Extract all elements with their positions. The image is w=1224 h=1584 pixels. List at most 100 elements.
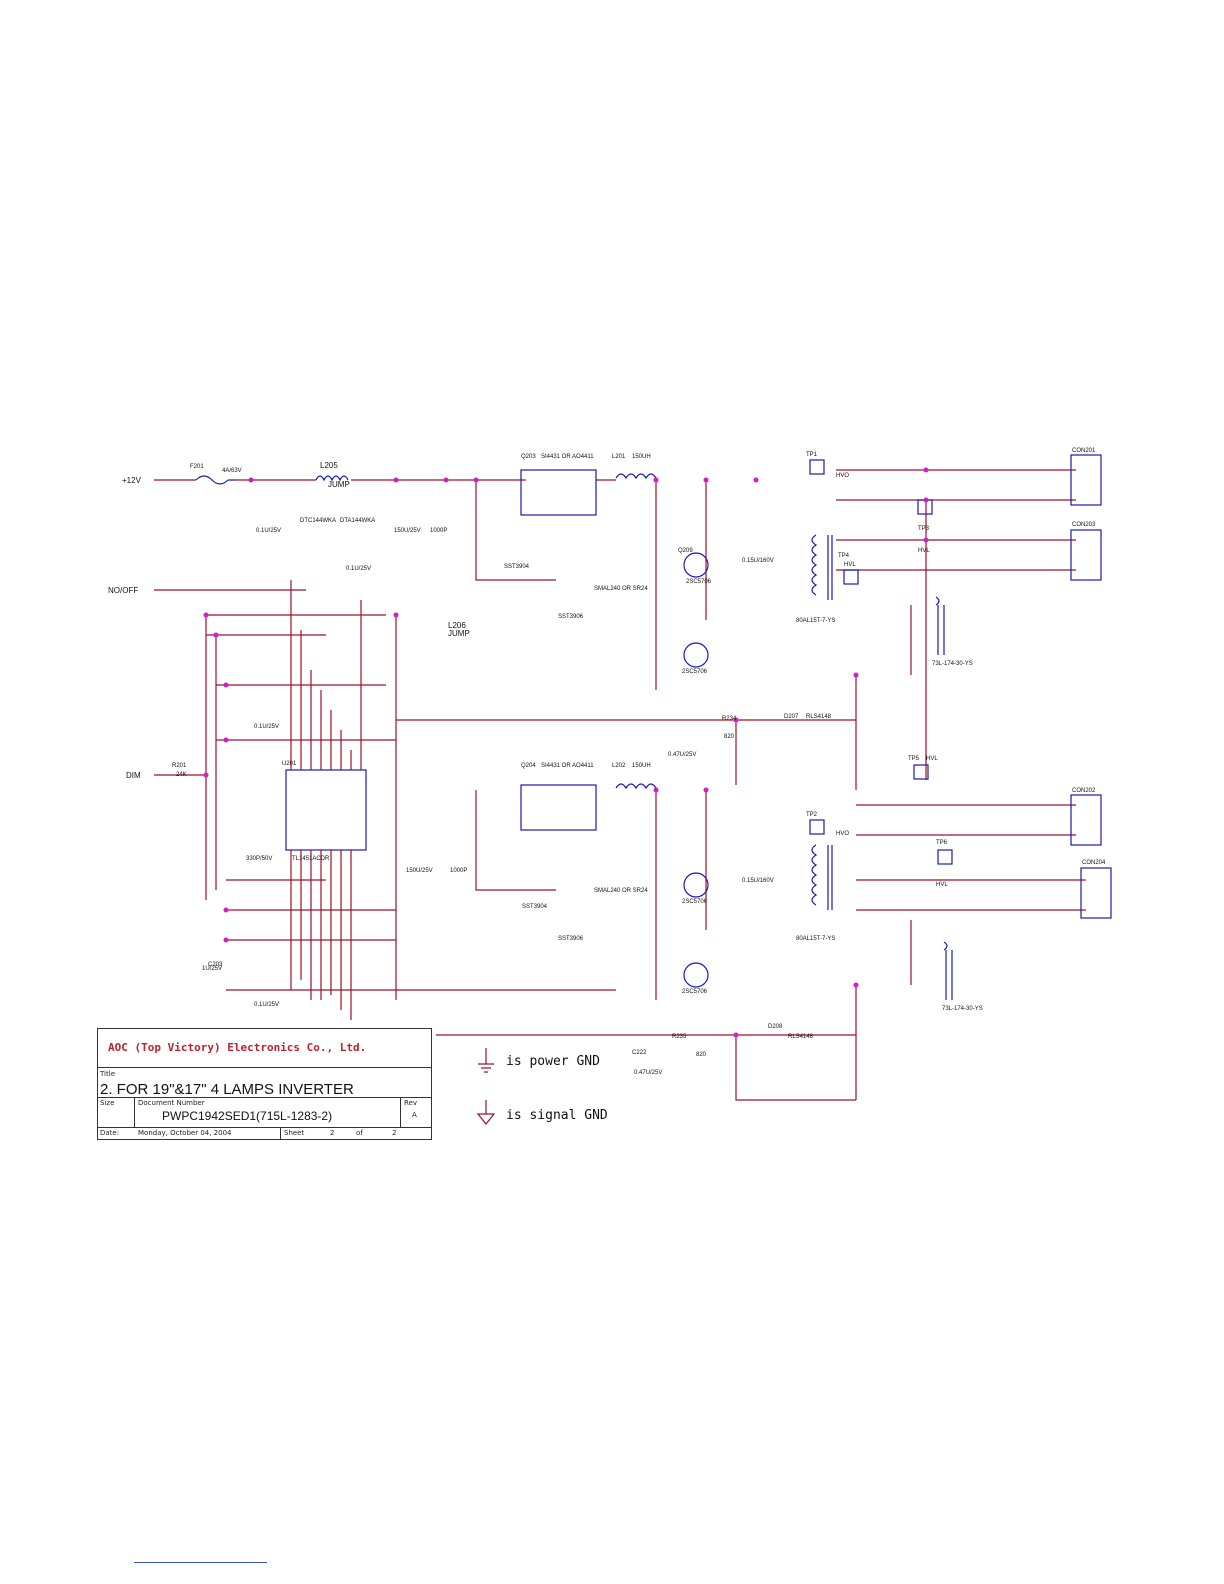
revision: A bbox=[412, 1111, 417, 1119]
label-onoff: NO/OFF bbox=[108, 586, 138, 595]
q212-body bbox=[683, 962, 709, 988]
label-l202-val: 150UH bbox=[632, 763, 651, 769]
label-r201-val: 24K bbox=[176, 772, 187, 778]
con203-box bbox=[1070, 529, 1102, 581]
label-tp1-net: HVO bbox=[836, 473, 849, 479]
l205-coil bbox=[315, 475, 349, 482]
document-date: Monday, October 04, 2004 bbox=[138, 1129, 232, 1137]
con202-box bbox=[1070, 794, 1102, 846]
label-c231-val: 1000P bbox=[450, 868, 467, 874]
legend-power-gnd: is power GND bbox=[506, 1054, 600, 1069]
pt202-windings bbox=[811, 844, 833, 910]
ic-u201-body bbox=[285, 769, 367, 851]
label-l205-val: JUMP bbox=[328, 480, 350, 489]
label-d208-val: RLS4148 bbox=[788, 1034, 814, 1040]
label-c213-val: 0.15U/160V bbox=[742, 558, 774, 564]
label-con203: CON203 bbox=[1072, 522, 1096, 528]
title-block-vdivider bbox=[280, 1127, 281, 1139]
of-caption: of bbox=[356, 1129, 363, 1137]
title-block-divider bbox=[98, 1127, 431, 1128]
label-con201: CON201 bbox=[1072, 448, 1096, 454]
label-tp4: TP4 bbox=[838, 553, 850, 559]
label-q203: Q203 bbox=[521, 454, 536, 460]
sheet-total: 2 bbox=[392, 1129, 397, 1137]
label-c202-val: 0.1U/25V bbox=[256, 528, 281, 534]
label-q204-val: SI4431 OR AO4411 bbox=[541, 763, 594, 769]
label-l203-val: 73L-174-30-YS bbox=[932, 661, 973, 667]
l203-coil bbox=[935, 596, 945, 655]
rev-caption: Rev bbox=[404, 1099, 417, 1107]
label-l205: L205 bbox=[320, 461, 338, 470]
label-c216-val: 0.15U/160V bbox=[742, 878, 774, 884]
label-q203-val: SI4431 OR AO4411 bbox=[541, 454, 594, 460]
q203-box bbox=[520, 469, 597, 516]
con201-box bbox=[1070, 454, 1102, 506]
con204-box bbox=[1080, 867, 1112, 919]
label-d208: D208 bbox=[768, 1024, 783, 1030]
l204-coil bbox=[943, 941, 953, 1000]
title-caption: Title bbox=[100, 1070, 116, 1078]
label-d201-val: SMAL240 OR SR24 bbox=[594, 586, 648, 592]
label-q206-val: SST3904 bbox=[522, 904, 548, 910]
docnum-caption: Document Number bbox=[138, 1099, 205, 1107]
l202-coil bbox=[615, 783, 657, 790]
label-u201: U201 bbox=[282, 761, 297, 767]
label-d202-val: SMAL240 OR SR24 bbox=[594, 888, 648, 894]
label-l206-val: JUMP bbox=[448, 629, 470, 638]
label-con204: CON204 bbox=[1082, 860, 1106, 866]
label-c204-val: 0.1U/25V bbox=[346, 566, 371, 572]
title-block-vdivider bbox=[134, 1097, 135, 1127]
label-d207-val: RLS4148 bbox=[806, 714, 832, 720]
label-q208-val: SST3906 bbox=[558, 936, 584, 942]
label-tp6: TP6 bbox=[936, 840, 948, 846]
sheet-caption: Sheet bbox=[284, 1129, 305, 1137]
label-c206-val: 0.1U/25V bbox=[254, 1002, 279, 1008]
label-q209: Q209 bbox=[678, 548, 693, 554]
label-tp3-net: HVL bbox=[918, 548, 930, 554]
label-q202-val: DTA144WKA bbox=[340, 518, 375, 524]
label-f201: F201 bbox=[190, 464, 204, 470]
tp2-box bbox=[809, 819, 825, 835]
fuse-symbol bbox=[195, 475, 236, 485]
tp4-box bbox=[843, 569, 859, 585]
label-l201: L201 bbox=[612, 454, 626, 460]
signal-gnd-icon bbox=[476, 1100, 496, 1125]
label-tp1: TP1 bbox=[806, 452, 818, 458]
document-number: PWPC1942SED1(715L-1283-2) bbox=[162, 1109, 333, 1123]
label-12v: +12V bbox=[122, 476, 142, 485]
label-r241-val: 820 bbox=[696, 1052, 707, 1058]
label-tp5-net: HVL bbox=[926, 756, 938, 762]
title-block-divider bbox=[98, 1097, 431, 1098]
sheet-number: 2 bbox=[330, 1129, 335, 1137]
label-tp5: TP5 bbox=[908, 756, 920, 762]
size-caption: Size bbox=[100, 1099, 115, 1107]
label-c222: C222 bbox=[632, 1050, 647, 1056]
label-tp2: TP2 bbox=[806, 812, 818, 818]
junction-dots bbox=[203, 467, 929, 1038]
title-block: AOC (Top Victory) Electronics Co., Ltd. … bbox=[97, 1028, 432, 1140]
label-tp6-net: HVL bbox=[936, 882, 948, 888]
label-con202: CON202 bbox=[1072, 788, 1096, 794]
label-f201-val: 4A/63V bbox=[222, 468, 242, 474]
label-r201: R201 bbox=[172, 763, 187, 769]
inverter-schematic: +12V NO/OFF DIM F201 4A/63V L205 JUMP L2… bbox=[96, 440, 1120, 1140]
label-c208-val: 330P/50V bbox=[246, 856, 272, 862]
q209-body bbox=[683, 552, 709, 578]
label-q210-val: 2SC5706 bbox=[682, 669, 708, 675]
label-c203: C203 bbox=[208, 962, 223, 968]
label-q207-val: SST3906 bbox=[558, 614, 584, 620]
footer-rule bbox=[134, 1562, 267, 1563]
label-c221-val: 0.47U/25V bbox=[668, 752, 696, 758]
label-dim: DIM bbox=[126, 771, 141, 780]
label-tp2-net: HVO bbox=[836, 831, 849, 837]
label-u201-part: TL1451ACDR bbox=[292, 856, 330, 862]
label-q211-val: 2SC5706 bbox=[682, 899, 708, 905]
title-block-vdivider bbox=[400, 1097, 401, 1127]
label-pt201-val: 80AL15T-7-YS bbox=[796, 618, 835, 624]
label-c205-val: 0.1U/25V bbox=[254, 724, 279, 730]
label-r240-val: 820 bbox=[724, 734, 735, 740]
label-c223-val: 150U/25V bbox=[406, 868, 433, 874]
label-l202: L202 bbox=[612, 763, 626, 769]
l201-coil bbox=[615, 473, 657, 480]
label-c201-val: 150U/25V bbox=[394, 528, 421, 534]
